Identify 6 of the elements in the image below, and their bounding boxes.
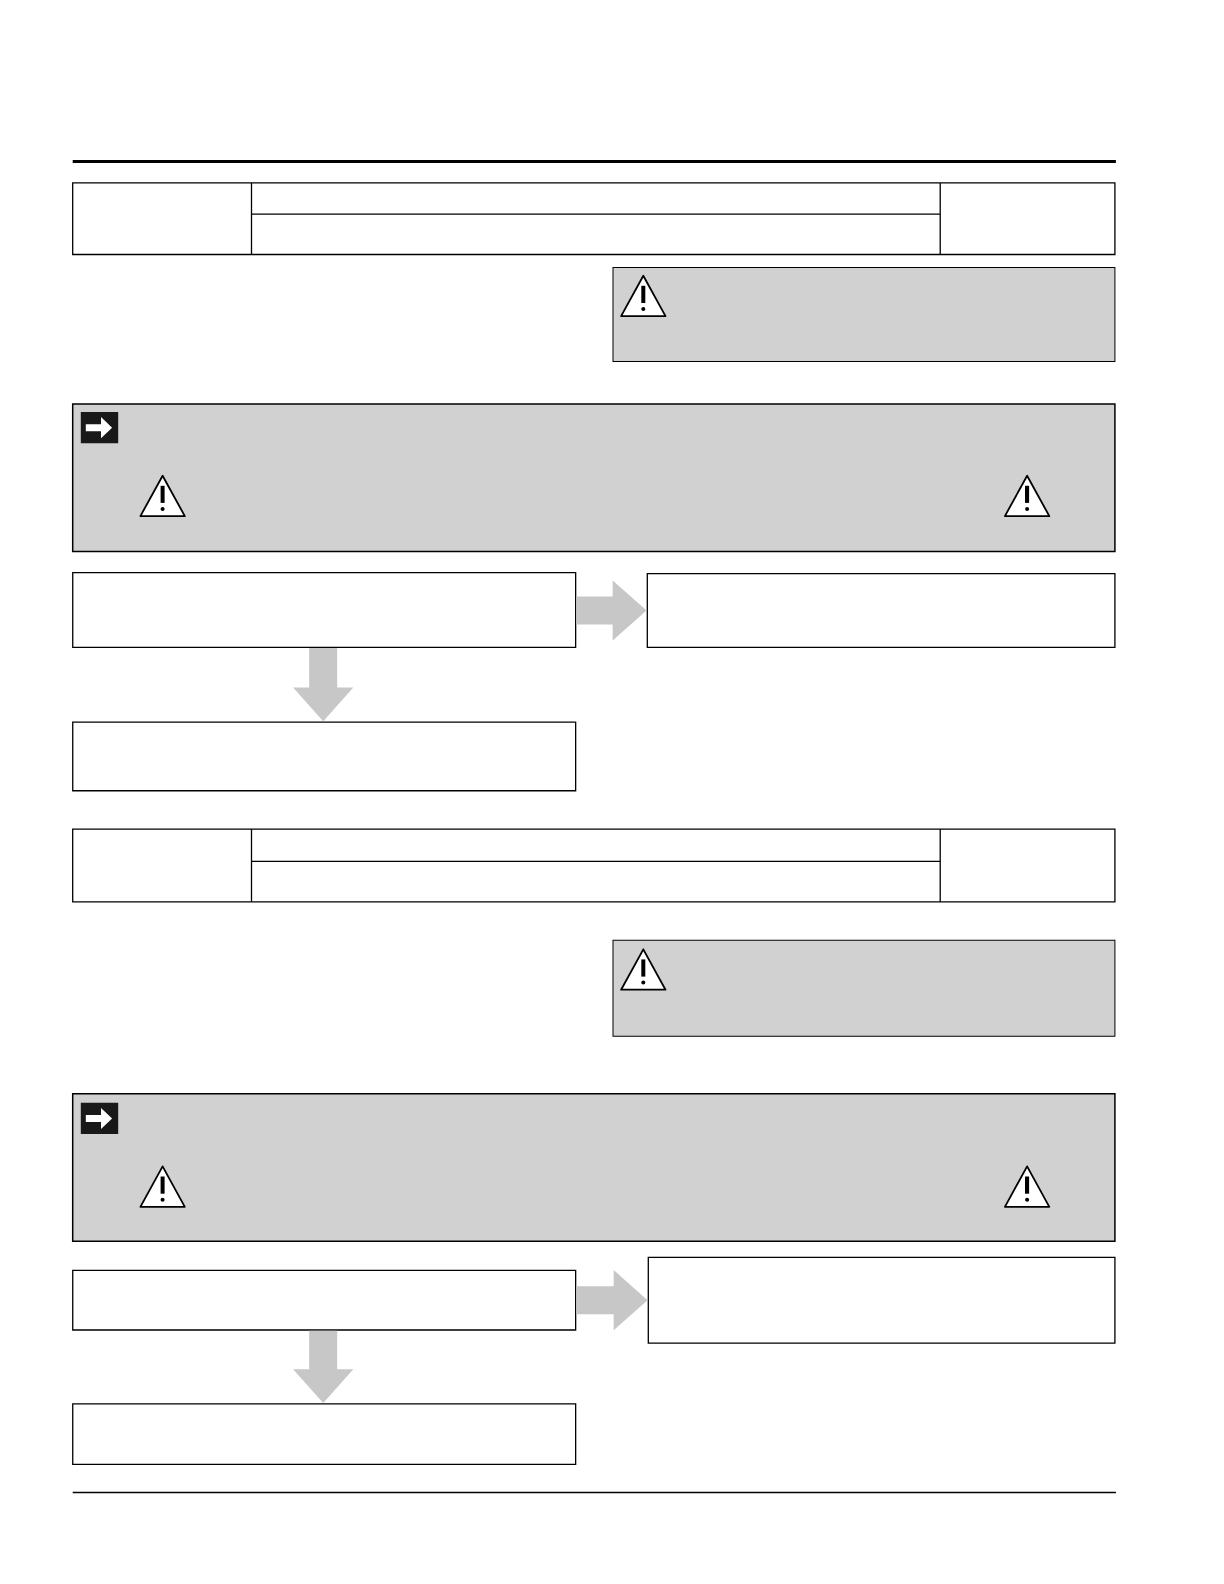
flow-box [646, 573, 1116, 648]
flow-box [647, 1256, 1116, 1344]
flow-box [72, 572, 577, 648]
flow-box [72, 1403, 577, 1466]
flow-box [72, 721, 577, 792]
flow-box [72, 1269, 577, 1331]
